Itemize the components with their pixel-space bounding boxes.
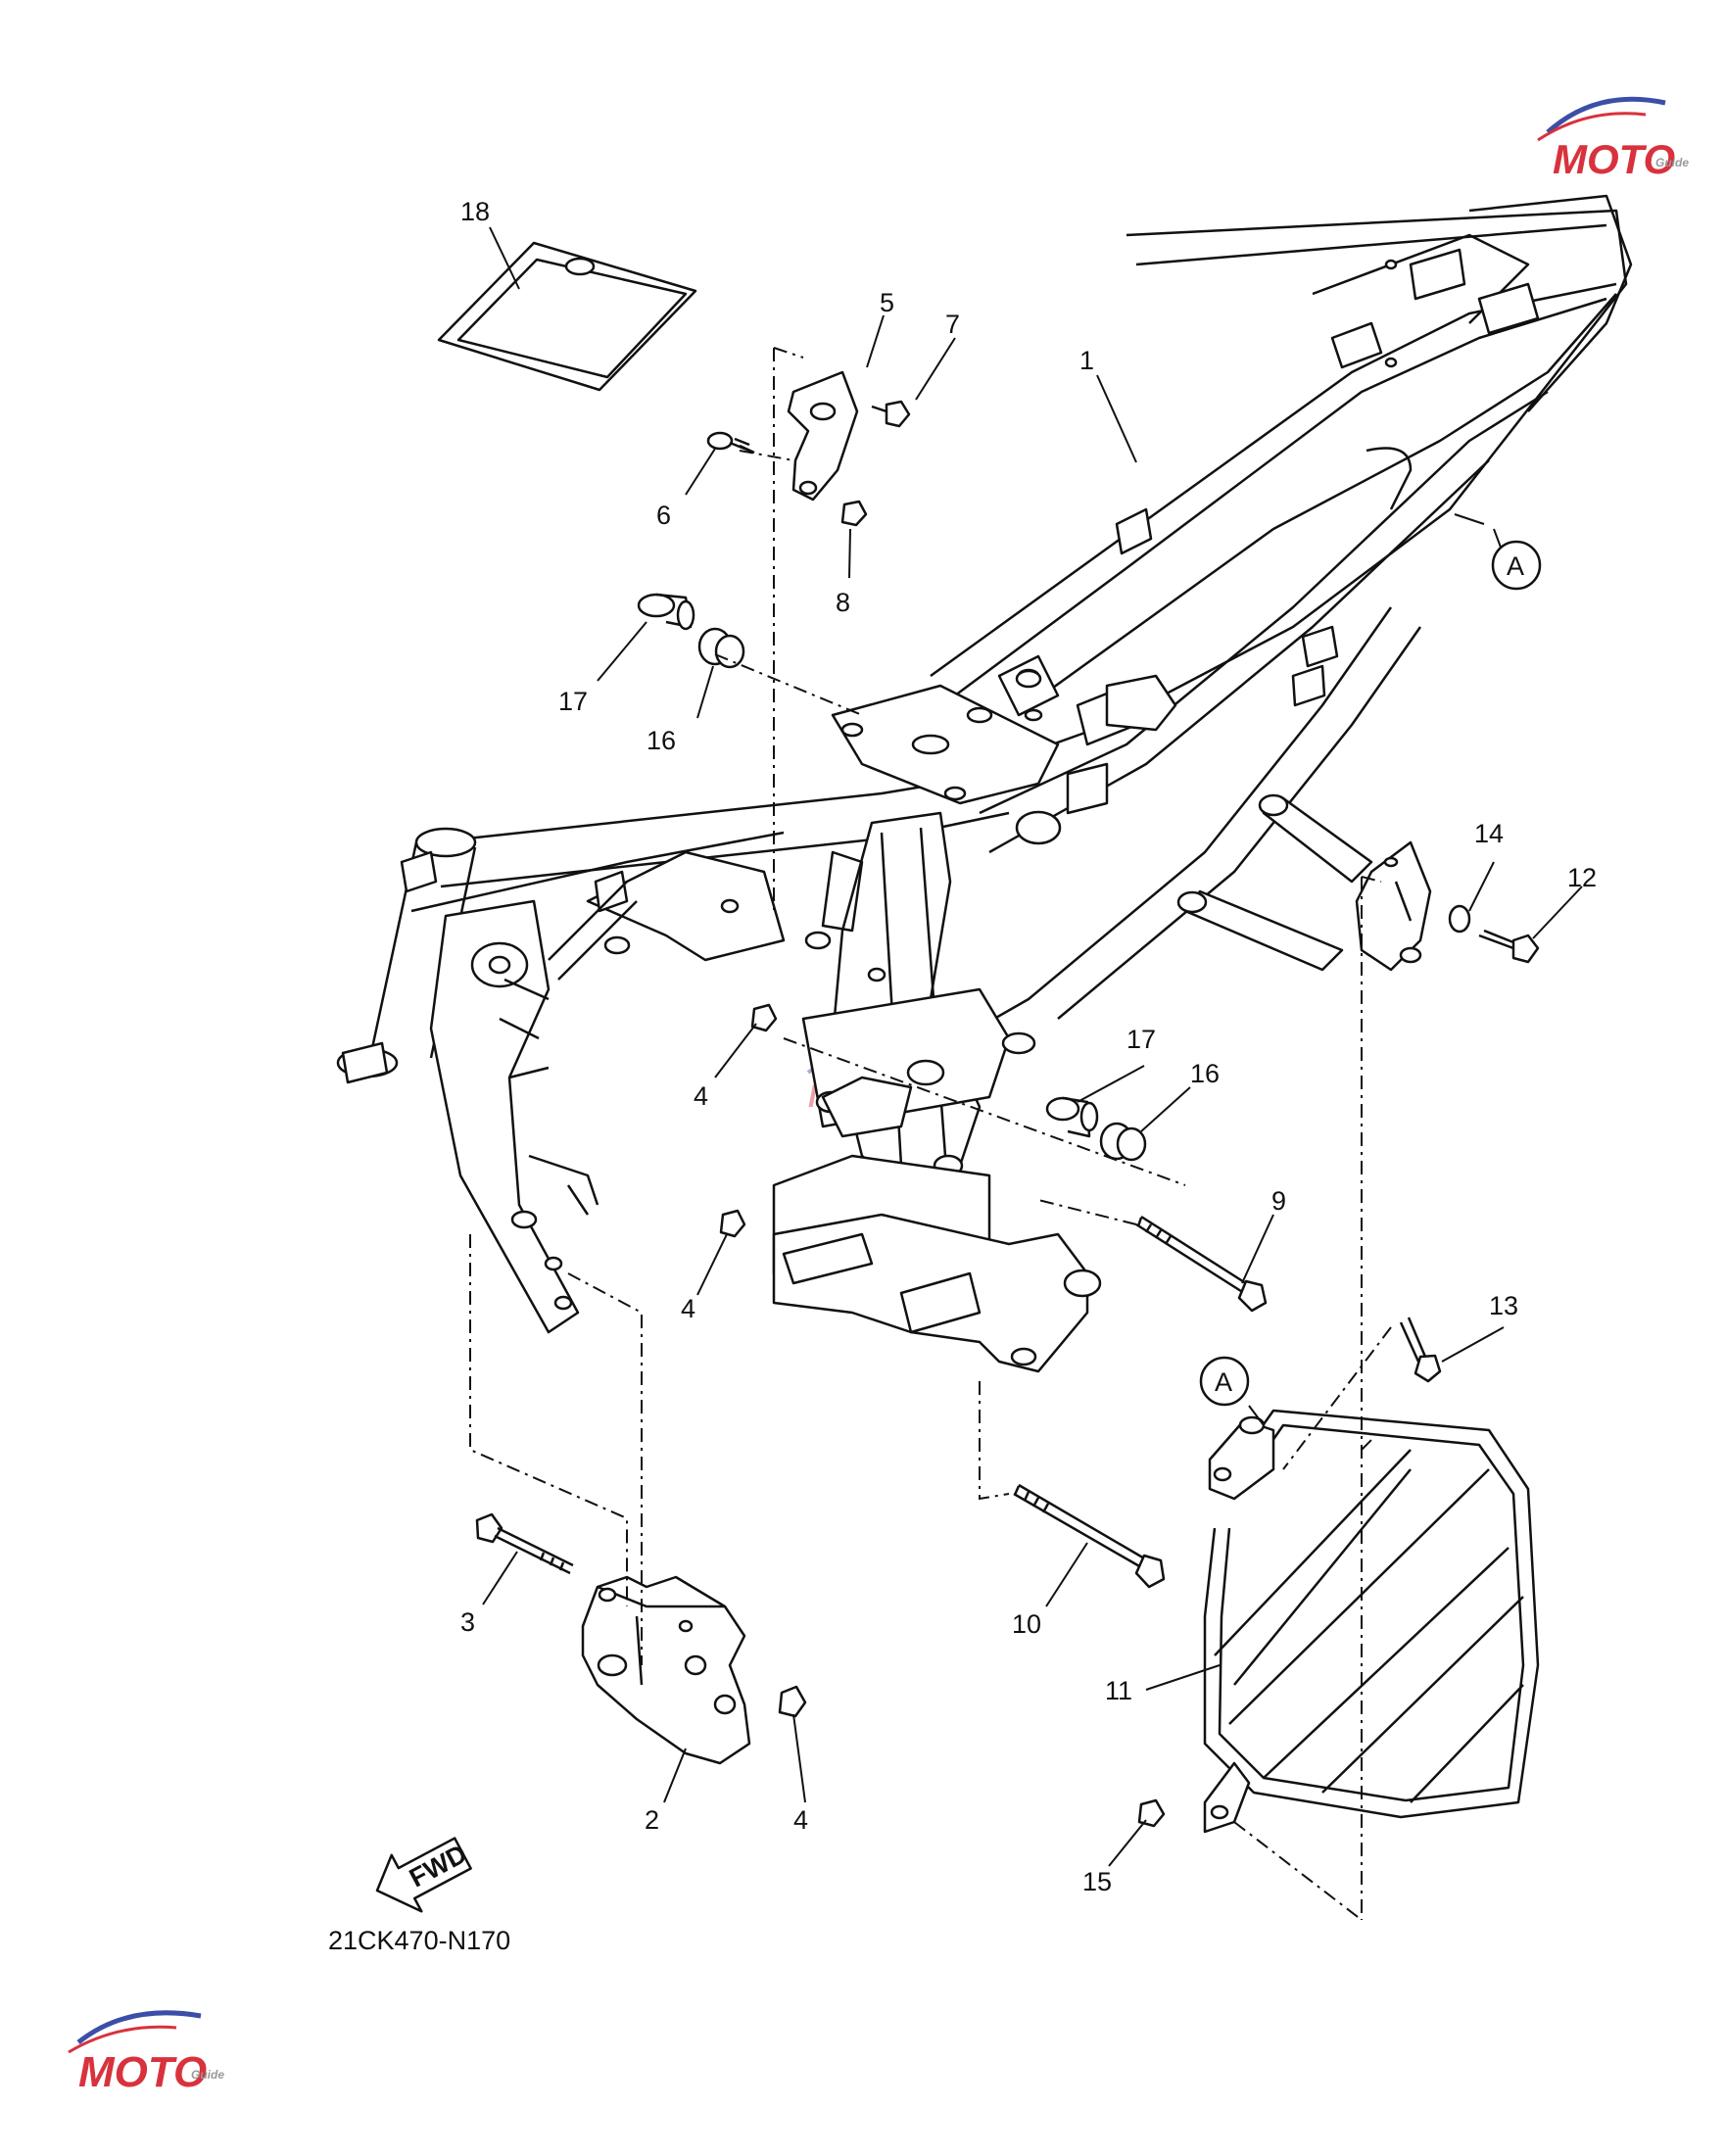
part-7-bolt [871, 400, 911, 428]
callout-14: 14 [1474, 819, 1504, 848]
ref-a-marker-1 [1491, 540, 1542, 591]
part-9-bolt [1135, 1215, 1268, 1313]
ref-a-marker-2 [1199, 1356, 1250, 1407]
part-16-bushing-lower [1099, 1122, 1147, 1162]
callout-4-a: 4 [694, 1081, 708, 1111]
part-11-guard [1203, 1409, 1540, 1834]
callout-2: 2 [645, 1805, 659, 1835]
callout-3: 3 [460, 1607, 475, 1637]
callout-a-2: A [1215, 1367, 1232, 1397]
callout-10: 10 [1012, 1609, 1041, 1639]
part-6-bolt [706, 431, 755, 455]
part-18-label [437, 241, 697, 392]
callout-4-b: 4 [681, 1294, 695, 1323]
diagram-code: 21CK470-N170 [328, 1926, 510, 1955]
callout-15: 15 [1082, 1867, 1112, 1896]
watermark-subtext-2: Guide [191, 2068, 224, 2082]
callout-1: 1 [1079, 346, 1094, 375]
callout-labels: 18 5 7 1 6 8 A 17 16 14 12 4 17 16 9 4 1… [460, 197, 1597, 1896]
part-10-bolt [1013, 1483, 1166, 1589]
watermark-text: MOTO [1553, 136, 1675, 182]
part-15-nut [1137, 1798, 1166, 1828]
part-14-washer [1448, 904, 1471, 934]
part-8-nut [840, 500, 868, 527]
callout-12: 12 [1567, 863, 1597, 892]
callout-9: 9 [1271, 1186, 1286, 1216]
callout-17-lower: 17 [1126, 1025, 1156, 1054]
callout-4-c: 4 [793, 1805, 808, 1835]
part-4-nut-c [778, 1685, 807, 1718]
part-5-bracket [787, 370, 859, 502]
leader-lines [482, 226, 1583, 1867]
callout-11: 11 [1105, 1676, 1132, 1705]
part-3-bolt [475, 1512, 574, 1575]
part-4-nut-b [719, 1209, 746, 1238]
watermark-text-2: MOTO [78, 2048, 207, 2096]
callout-5: 5 [880, 288, 894, 317]
callout-a-1: A [1507, 551, 1524, 581]
callout-17-upper: 17 [558, 687, 588, 716]
part-17-collar-upper [637, 593, 695, 631]
callout-18: 18 [460, 197, 490, 226]
part-17-collar-lower [1045, 1096, 1099, 1138]
callout-8: 8 [836, 588, 850, 617]
part-16-bushing-upper [697, 627, 745, 669]
part-12-bolt [1478, 929, 1540, 964]
part-2-bracket [581, 1575, 751, 1765]
watermark-subtext: Guide [1655, 156, 1689, 169]
callout-7: 7 [945, 310, 960, 339]
callout-16-lower: 16 [1190, 1059, 1220, 1088]
watermark-top: MOTO Guide [1537, 96, 1689, 182]
callout-16-upper: 16 [647, 726, 676, 755]
part-4-nut-a [750, 1003, 778, 1032]
fwd-arrow: FWD [375, 1837, 472, 1913]
part-1-main-frame [336, 194, 1633, 1373]
callout-6: 6 [656, 501, 671, 530]
assembly-lines [469, 347, 1392, 1921]
callout-13: 13 [1489, 1291, 1518, 1320]
part-13-bolt [1399, 1317, 1442, 1383]
watermark-bottom: MOTO Guide [68, 2010, 224, 2096]
